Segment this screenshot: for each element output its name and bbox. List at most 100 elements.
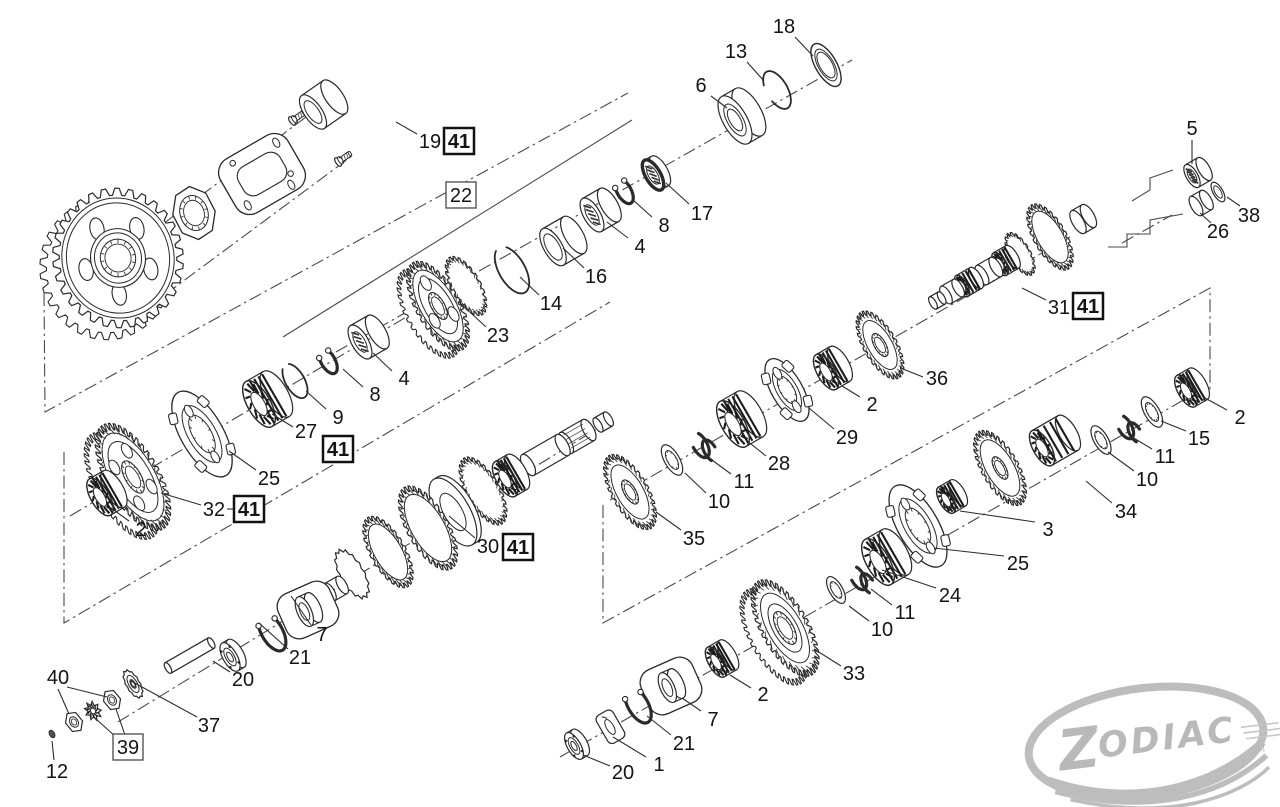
part-number-text: 38 [1238, 205, 1260, 227]
part-label-8-4: 8 [658, 215, 669, 237]
part-label-13-1: 13 [725, 41, 747, 63]
leader-line-6 [710, 95, 728, 109]
leader-line-7 [290, 595, 312, 626]
retainer-plate [217, 132, 307, 216]
part-number-text: 13 [725, 41, 747, 63]
part-number-text: 28 [768, 453, 790, 475]
leader-line-15 [1160, 420, 1187, 432]
part-label-22-11: 22 [445, 181, 477, 209]
leader-line-28 [745, 439, 767, 457]
circlip-8-left [315, 347, 339, 376]
part-number-text: 9 [332, 407, 343, 429]
part-label-10-47: 10 [1136, 469, 1158, 491]
leader-line-4 [372, 352, 393, 372]
part-number-text: 31 [1048, 297, 1070, 319]
circlip-21-right [621, 688, 653, 725]
washer-10-a [660, 444, 684, 476]
nut-20-left [219, 638, 247, 672]
bearing-housing-7-right [639, 656, 703, 716]
leader-line-2 [1204, 397, 1228, 411]
part-number-text: 14 [540, 293, 562, 315]
part-number-text: 37 [198, 715, 220, 737]
leader-line-12 [51, 740, 55, 761]
leader-line-18 [794, 36, 814, 57]
leader-line-2 [729, 674, 752, 689]
leader-line-19 [395, 121, 418, 135]
heavy-ref-box [501, 532, 535, 562]
leader-line-14 [519, 276, 540, 296]
part-number-text: 36 [926, 368, 948, 390]
leader-line-11 [870, 588, 893, 606]
leader-line-9 [305, 390, 327, 410]
logo-speedline-3 [1246, 733, 1280, 740]
dog-ring-29 [760, 358, 814, 422]
gear-32 [83, 422, 172, 541]
part-label-17-3: 17 [691, 203, 713, 225]
pump-gear-37 [122, 668, 144, 700]
leader-line-33 [813, 648, 842, 667]
part-label-40-32: 40 [47, 667, 69, 689]
part-label-20-30: 20 [232, 669, 254, 691]
zodiac-logo: Z ODIAC TM [1024, 682, 1280, 807]
part-number-text: 7 [707, 709, 718, 731]
part-number-text: 11 [895, 602, 916, 624]
leader-line-25 [933, 547, 1005, 557]
dog-ring-25-right [885, 484, 951, 568]
part-label-7-28: 7 [316, 624, 327, 646]
washer-15 [1140, 396, 1164, 428]
leader-line-20 [582, 754, 611, 767]
leader-line-11 [711, 459, 732, 475]
light-ref-box [445, 181, 477, 209]
washer-10-b [825, 575, 847, 605]
mainshaft-gear-1 [362, 515, 414, 589]
leader-line-36 [902, 368, 924, 378]
leader-line-3 [959, 510, 1036, 523]
heavy-ref-box [442, 126, 476, 156]
part-label-41-27: 41 [501, 532, 535, 562]
washer-38 [1210, 181, 1226, 203]
snap-ring-14 [493, 246, 531, 295]
leader-line-24 [881, 569, 937, 589]
parts-layer [39, 42, 1226, 761]
part-number-text: 41 [448, 131, 470, 153]
part-number-text: 2 [866, 394, 877, 416]
bearing-6 [717, 87, 767, 145]
axis-guide-line [1121, 214, 1173, 244]
logo-speedline-2 [1243, 727, 1280, 734]
part-label-23-8: 23 [487, 325, 509, 347]
boundary-line [1108, 213, 1184, 248]
bushing-19 [298, 79, 349, 130]
part-number-text: 17 [691, 203, 713, 225]
logo-text-rest: ODIAC [1096, 710, 1238, 767]
clutch-sprocket [39, 187, 184, 341]
part-number-text: 4 [634, 236, 645, 258]
part-label-35-57: 35 [683, 528, 705, 550]
part-label-25-22: 25 [258, 468, 280, 490]
circlip-8-top [611, 177, 635, 206]
part-label-21-29: 21 [289, 647, 311, 669]
part-label-25-44: 25 [1007, 553, 1029, 575]
leader-line-11 [1131, 436, 1153, 450]
part-number-text: 4 [398, 368, 409, 390]
snap-ring-11-a [691, 431, 717, 463]
part-label-34-46: 34 [1115, 501, 1137, 523]
part-number-text: 40 [47, 667, 69, 689]
guide-lines [43, 59, 1211, 758]
part-number-text: 3 [1042, 519, 1053, 541]
part-number-text: 20 [232, 669, 254, 691]
part-number-text: 24 [939, 585, 961, 607]
part-number-text: 32 [203, 499, 225, 521]
bearing-cage-27 [242, 370, 294, 428]
part-label-39-33: 39 [112, 733, 144, 761]
part-number-text: 2 [135, 519, 146, 541]
part-label-32-23: 32 [203, 499, 225, 521]
part-label-29-53: 29 [836, 427, 858, 449]
part-number-text: 8 [658, 215, 669, 237]
boundary-line [1131, 169, 1174, 202]
part-number-text: 6 [695, 75, 706, 97]
part-label-2-50: 2 [1234, 407, 1245, 429]
part-number-text: 10 [708, 491, 730, 513]
part-label-3-45: 3 [1042, 519, 1053, 541]
circlip-13 [762, 70, 792, 110]
gear-36 [855, 310, 905, 380]
